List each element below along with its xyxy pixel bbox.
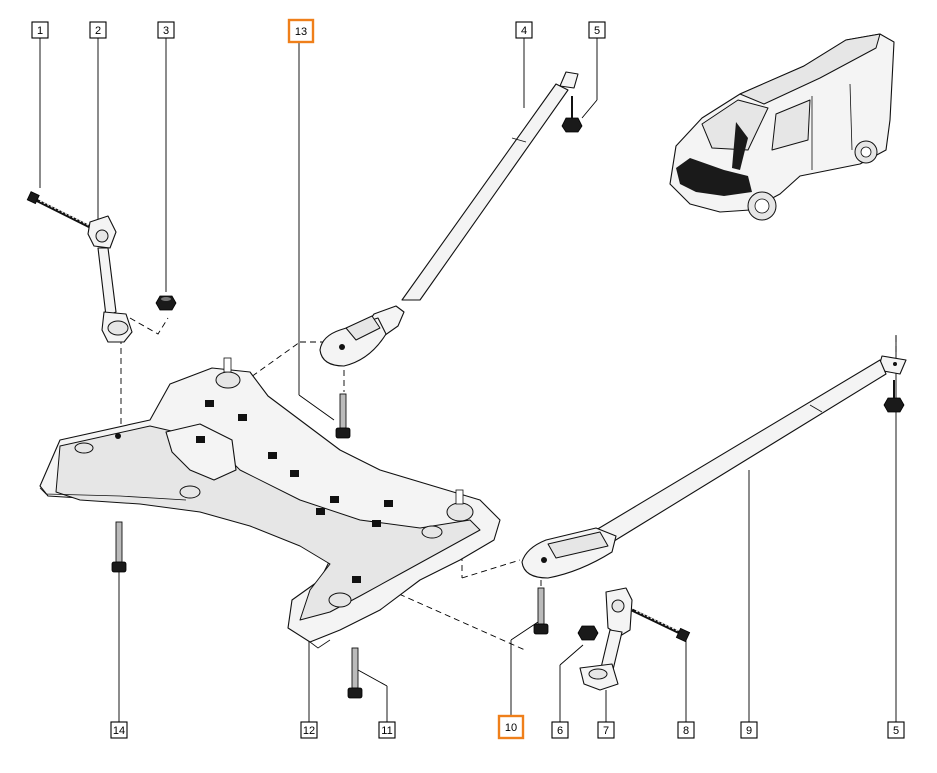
callout-10: 10 [497, 714, 525, 740]
callout-box [597, 721, 615, 739]
callout-7: 7 [597, 721, 615, 739]
callout-number: 12 [303, 725, 315, 737]
callout-6: 6 [551, 721, 569, 739]
callout-box [588, 21, 606, 39]
strut-bar-part-9 [521, 355, 907, 579]
callout-number: 2 [95, 25, 101, 37]
bolt-part-1 [26, 191, 93, 230]
callout-number: 1 [37, 25, 43, 37]
bolt-part-13 [335, 393, 351, 439]
callout-number: 9 [746, 725, 752, 737]
callout-4: 4 [515, 21, 533, 39]
callout-5b: 5 [887, 721, 905, 739]
nut-part-6 [577, 625, 599, 641]
callout-5a: 5 [588, 21, 606, 39]
callout-2: 2 [89, 21, 107, 39]
van-location-icon [669, 33, 895, 221]
callout-box [89, 21, 107, 39]
callout-14: 14 [110, 721, 128, 739]
bolt-part-5-top [561, 96, 583, 133]
bolt-part-5-right [883, 380, 905, 413]
callout-number: 13 [295, 26, 307, 38]
callout-number: 7 [603, 725, 609, 737]
subframe-part-12 [39, 357, 501, 649]
callout-number: 4 [521, 25, 527, 37]
bolt-part-11 [347, 647, 363, 699]
callout-box [740, 721, 758, 739]
link-part-7 [579, 587, 633, 691]
callout-number: 8 [683, 725, 689, 737]
callout-number: 5 [594, 25, 600, 37]
bolt-part-14 [111, 521, 127, 573]
callout-box [497, 714, 525, 740]
callout-box [515, 21, 533, 39]
callout-8: 8 [677, 721, 695, 739]
link-part-2 [87, 215, 133, 343]
callout-9: 9 [740, 721, 758, 739]
callout-number: 3 [163, 25, 169, 37]
callout-box [287, 18, 315, 44]
callout-box [677, 721, 695, 739]
callout-number: 5 [893, 725, 899, 737]
callout-11: 11 [378, 721, 396, 739]
callout-number: 14 [113, 725, 125, 737]
callout-box [157, 21, 175, 39]
leader-lines [39, 38, 897, 722]
strut-bar-part-4 [319, 71, 579, 367]
callout-number: 10 [505, 722, 517, 734]
callout-number: 6 [557, 725, 563, 737]
callout-1: 1 [31, 21, 49, 39]
callout-12: 12 [300, 721, 318, 739]
bolt-part-10 [533, 587, 549, 635]
callout-box [887, 721, 905, 739]
callout-3: 3 [157, 21, 175, 39]
callout-13: 13 [287, 18, 315, 44]
callout-box [551, 721, 569, 739]
callout-number: 11 [381, 725, 392, 737]
bolt-part-8 [631, 608, 691, 643]
callout-box [31, 21, 49, 39]
callout-box [110, 721, 128, 739]
callout-box [300, 721, 318, 739]
callout-box [378, 721, 396, 739]
nut-part-3 [155, 295, 177, 311]
